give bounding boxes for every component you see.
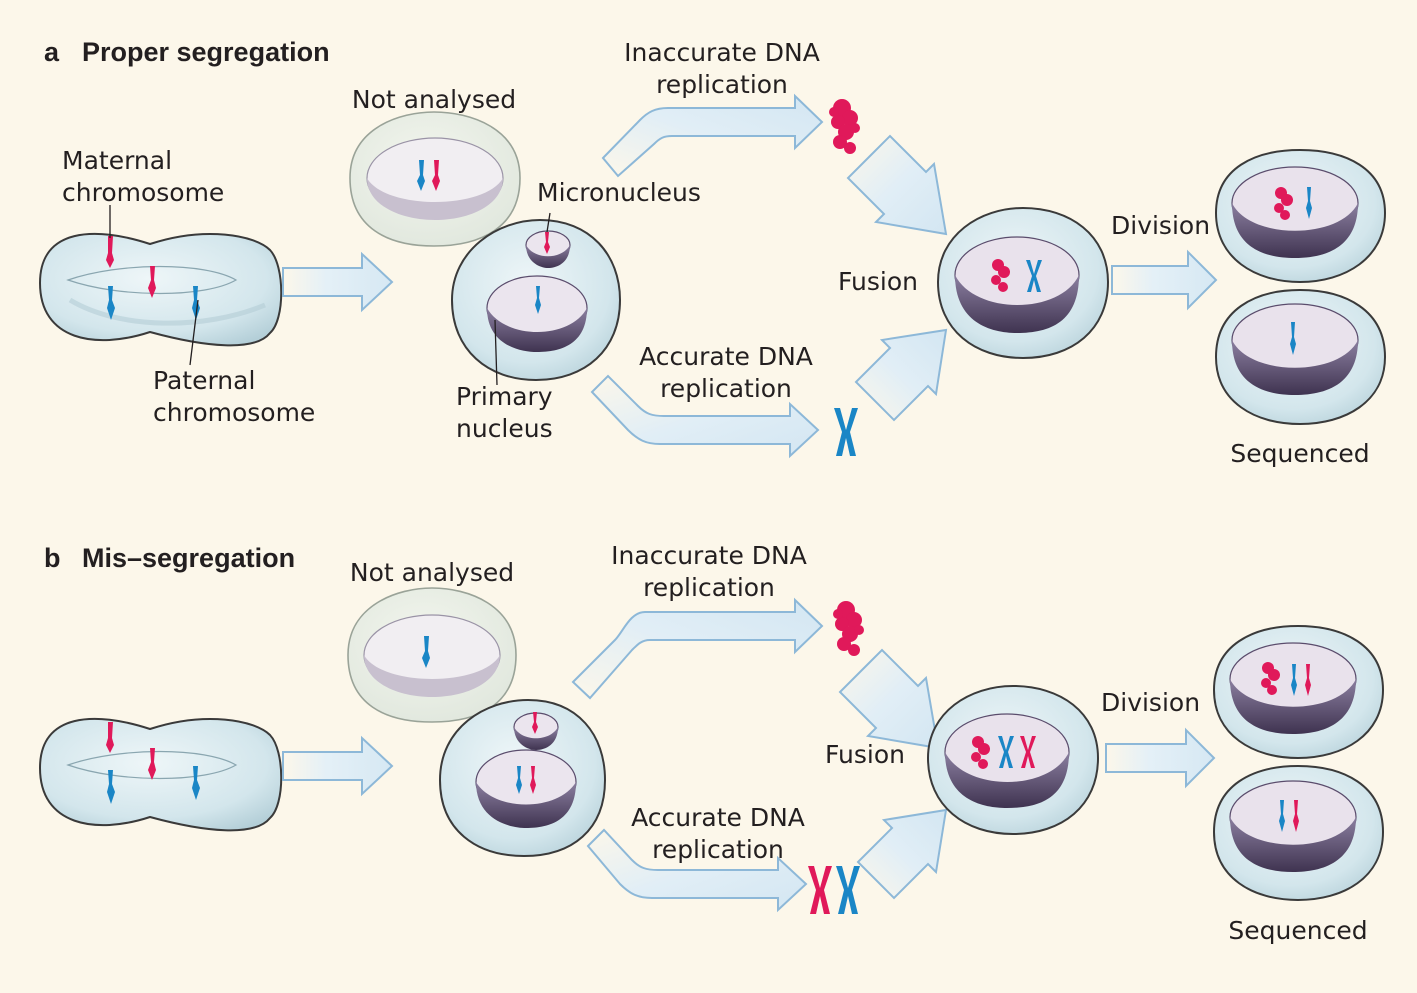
division-label: Division: [1101, 688, 1201, 717]
paternal-chromosome: [107, 286, 200, 320]
arrow-up-to-fusion: [854, 328, 948, 422]
fused-cell: [936, 206, 1110, 360]
sequenced-cell-top: [1214, 148, 1387, 284]
primary-nucleus-line2: nucleus: [456, 414, 553, 443]
arrow-down-to-fusion: [846, 134, 948, 236]
arrow-down-to-fusion: [838, 648, 940, 750]
micronucleus-label: Micronucleus: [537, 178, 701, 207]
division-arrow: [1105, 727, 1216, 789]
accurate-replication-label: Accurate DNA replication: [631, 802, 805, 866]
dividing-cell: [38, 717, 283, 832]
division-label: Division: [1111, 211, 1211, 240]
accurate-replication-arrow: [590, 374, 820, 459]
accurate-replication-label: Accurate DNA replication: [639, 341, 813, 405]
paternal-chromosome-label: Paternal chromosome: [153, 365, 315, 429]
division-arrow: [1111, 249, 1218, 311]
not-analysed-label: Not analysed: [351, 85, 517, 114]
inaccurate-line2: replication: [643, 573, 775, 602]
fusion-label: Fusion: [825, 740, 905, 769]
micronucleated-cell: [438, 698, 607, 858]
maternal-label-line1: Maternal: [62, 146, 173, 175]
sequenced-label: Sequenced: [1228, 916, 1368, 945]
primary-nucleus-pointer: [494, 319, 498, 386]
sequenced-cell-bottom: [1214, 288, 1387, 426]
micronucleus-pointer: [546, 212, 551, 233]
dividing-cell: [38, 232, 283, 347]
paternal-pointer: [189, 299, 199, 366]
panel-a-title: a Proper segregation: [44, 37, 330, 68]
panel-a-letter: a: [44, 37, 60, 67]
fusion-label: Fusion: [838, 267, 918, 296]
accurate-replication-arrow: [586, 828, 808, 913]
inaccurate-replication-arrow: [571, 597, 824, 700]
paternal-label-line2: chromosome: [153, 398, 316, 427]
paternal-label-line1: Paternal: [153, 366, 256, 395]
inaccurate-replication-label: Inaccurate DNA replication: [611, 540, 807, 604]
accurate-line1: Accurate DNA: [631, 803, 805, 832]
arrow-to-daughter-cells: [282, 251, 394, 313]
not-analysed-cell: [347, 587, 517, 723]
panel-a-diagram: [38, 93, 1387, 459]
sequenced-cell-top: [1212, 624, 1385, 760]
panel-b-title-text: Mis–segregation: [82, 543, 296, 573]
sequenced-label: Sequenced: [1230, 439, 1370, 468]
maternal-chromosome-label: Maternal chromosome: [62, 145, 224, 209]
inaccurate-replication-label: Inaccurate DNA replication: [624, 37, 820, 101]
replicated-chromosome: [834, 408, 858, 456]
inaccurate-line1: Inaccurate DNA: [624, 38, 820, 67]
inaccurate-replication-arrow: [601, 93, 824, 178]
fused-cell: [926, 684, 1100, 836]
primary-nucleus-line1: Primary: [456, 382, 553, 411]
panel-b-title: b Mis–segregation: [44, 543, 295, 574]
arrow-to-daughter-cells: [282, 735, 394, 797]
accurate-line2: replication: [660, 374, 792, 403]
not-analysed-cell: [349, 111, 521, 247]
arrow-up-to-fusion: [856, 808, 948, 900]
accurate-line1: Accurate DNA: [639, 342, 813, 371]
pulverized-chromosome: [829, 99, 860, 154]
maternal-label-line2: chromosome: [62, 178, 225, 207]
not-analysed-label: Not analysed: [349, 558, 515, 587]
inaccurate-line1: Inaccurate DNA: [611, 541, 807, 570]
pulverized-chromosome: [833, 601, 864, 656]
micronucleated-cell: [450, 218, 622, 382]
panel-a-title-text: Proper segregation: [82, 37, 330, 67]
panel-b-letter: b: [44, 543, 61, 573]
inaccurate-line2: replication: [656, 70, 788, 99]
maternal-chromosome: [106, 236, 156, 298]
primary-nucleus-label: Primary nucleus: [456, 381, 553, 445]
panel-b-diagram: [38, 587, 1385, 914]
replicated-chromosome-pair: [808, 866, 860, 914]
accurate-line2: replication: [652, 835, 784, 864]
sequenced-cell-bottom: [1212, 764, 1385, 902]
